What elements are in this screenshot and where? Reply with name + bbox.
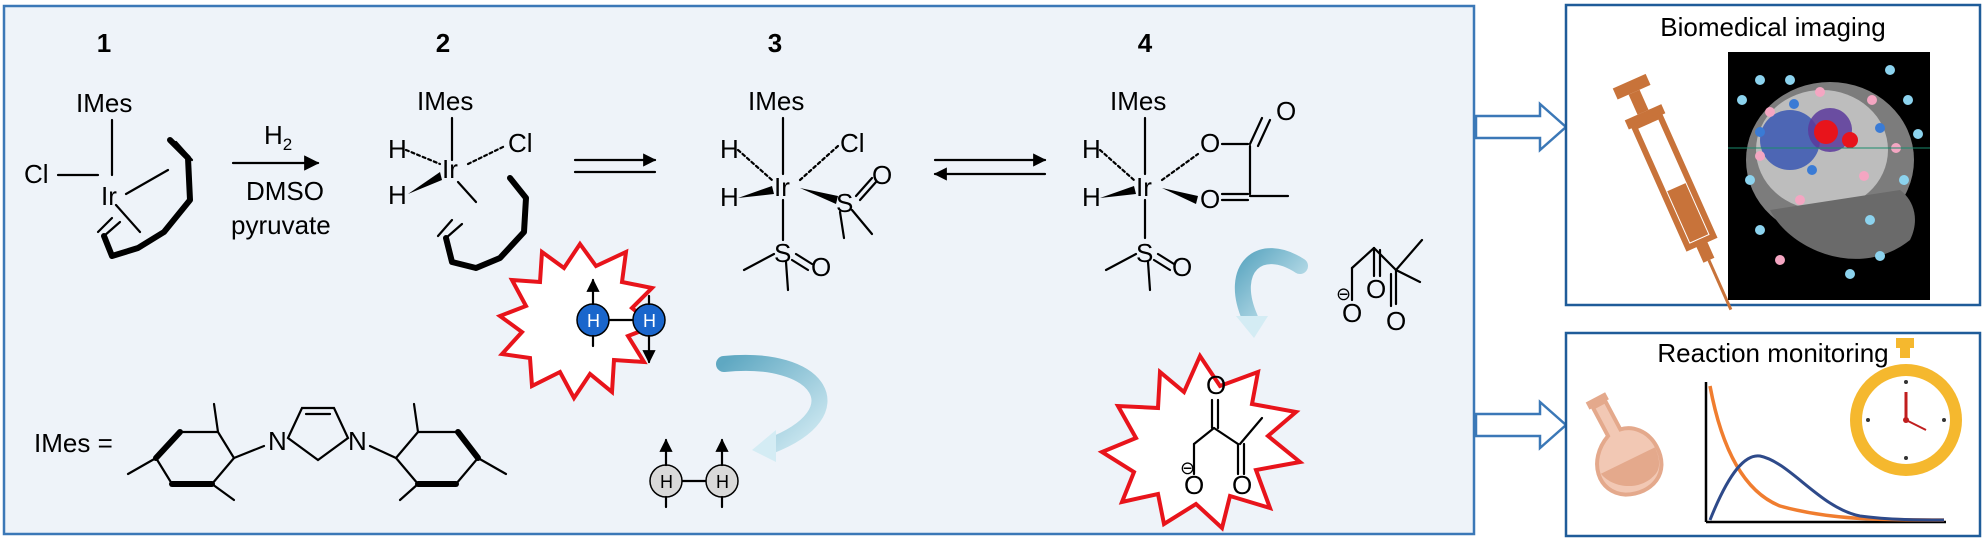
arrow-to-imaging xyxy=(1474,101,1568,153)
free-pyruvate: O O ⊖ O xyxy=(1336,238,1424,336)
svg-text:O: O xyxy=(1206,370,1226,400)
svg-text:H: H xyxy=(643,311,656,331)
imes-structure: N N xyxy=(126,402,508,502)
svg-text:Cl: Cl xyxy=(840,128,865,158)
svg-text:Cl: Cl xyxy=(508,128,533,158)
ortho-h2-molecule: H H xyxy=(649,438,739,509)
svg-text:Ir: Ir xyxy=(774,172,790,202)
svg-text:O: O xyxy=(1386,306,1406,336)
svg-text:Ir: Ir xyxy=(101,181,117,211)
equilibrium-arrow-3-4 xyxy=(933,153,1047,181)
svg-text:H: H xyxy=(720,182,739,212)
solvent-label: DMSO xyxy=(246,176,324,206)
svg-text:H: H xyxy=(388,180,407,210)
monitoring-title: Reaction monitoring xyxy=(1657,338,1888,368)
svg-text:H: H xyxy=(1082,134,1101,164)
svg-text:H: H xyxy=(660,472,673,492)
svg-text:S: S xyxy=(774,238,791,268)
curved-arrow-pyruvate xyxy=(1234,248,1308,326)
svg-text:IMes: IMes xyxy=(76,88,132,118)
svg-text:O: O xyxy=(1172,252,1192,282)
svg-text:O: O xyxy=(1276,96,1296,126)
svg-text:N: N xyxy=(268,426,287,456)
svg-text:S: S xyxy=(836,188,853,218)
svg-text:Cl: Cl xyxy=(24,159,49,189)
imaging-title: Biomedical imaging xyxy=(1660,12,1885,42)
svg-text:H: H xyxy=(587,311,600,331)
svg-text:H: H xyxy=(388,134,407,164)
svg-text:Ir: Ir xyxy=(1136,172,1152,202)
svg-text:O: O xyxy=(872,160,892,190)
hyperpolarised-pyruvate: O O ⊖ O xyxy=(1180,370,1264,500)
compound-3-structure: IMes Ir H Cl H S O S O xyxy=(720,86,892,292)
curved-arrow-h2-head xyxy=(752,430,776,462)
compound-number-2: 2 xyxy=(436,28,450,58)
svg-text:IMes: IMes xyxy=(748,86,804,116)
svg-text:O: O xyxy=(811,252,831,282)
compound-number-4: 4 xyxy=(1138,28,1153,58)
starburst-pyruvate xyxy=(1097,351,1305,532)
svg-text:O: O xyxy=(1200,128,1220,158)
svg-text:IMes: IMes xyxy=(417,86,473,116)
svg-text:H: H xyxy=(716,472,729,492)
mri-brain-image xyxy=(1728,52,1930,300)
svg-text:Ir: Ir xyxy=(442,154,458,184)
svg-text:H: H xyxy=(1082,182,1101,212)
compound-number-3: 3 xyxy=(768,28,782,58)
svg-text:IMes: IMes xyxy=(1110,86,1166,116)
svg-text:O: O xyxy=(1184,470,1204,500)
flask-icon xyxy=(1585,392,1664,497)
arrow-to-monitoring xyxy=(1474,399,1568,451)
imes-definition-label: IMes = xyxy=(34,428,113,458)
substrate-label: pyruvate xyxy=(231,210,331,240)
para-h2-molecule: H H xyxy=(576,278,666,364)
svg-text:O: O xyxy=(1342,298,1362,328)
svg-text:O: O xyxy=(1366,274,1386,304)
compound-1-structure: IMes Cl Ir xyxy=(24,88,194,259)
stopwatch-icon xyxy=(1850,338,1962,476)
compound-2-structure: IMes Ir H Cl H xyxy=(388,86,533,271)
equilibrium-arrow-2-3 xyxy=(573,153,657,174)
kinetics-curve-icon xyxy=(1704,382,1946,524)
svg-text:O: O xyxy=(1200,184,1220,214)
svg-text:H: H xyxy=(720,134,739,164)
curved-arrow-pyruvate-head xyxy=(1236,316,1268,338)
compound-4-structure: IMes Ir H H O O O S O xyxy=(1082,86,1296,292)
svg-text:N: N xyxy=(348,426,367,456)
syringe-icon xyxy=(1612,73,1733,311)
svg-text:S: S xyxy=(1136,238,1153,268)
reagent-h2: H2 xyxy=(264,120,292,154)
compound-number-1: 1 xyxy=(97,28,111,58)
curved-arrow-h2 xyxy=(716,354,828,454)
svg-text:⊖: ⊖ xyxy=(1336,284,1351,304)
svg-text:O: O xyxy=(1232,470,1252,500)
svg-text:⊖: ⊖ xyxy=(1180,458,1195,478)
